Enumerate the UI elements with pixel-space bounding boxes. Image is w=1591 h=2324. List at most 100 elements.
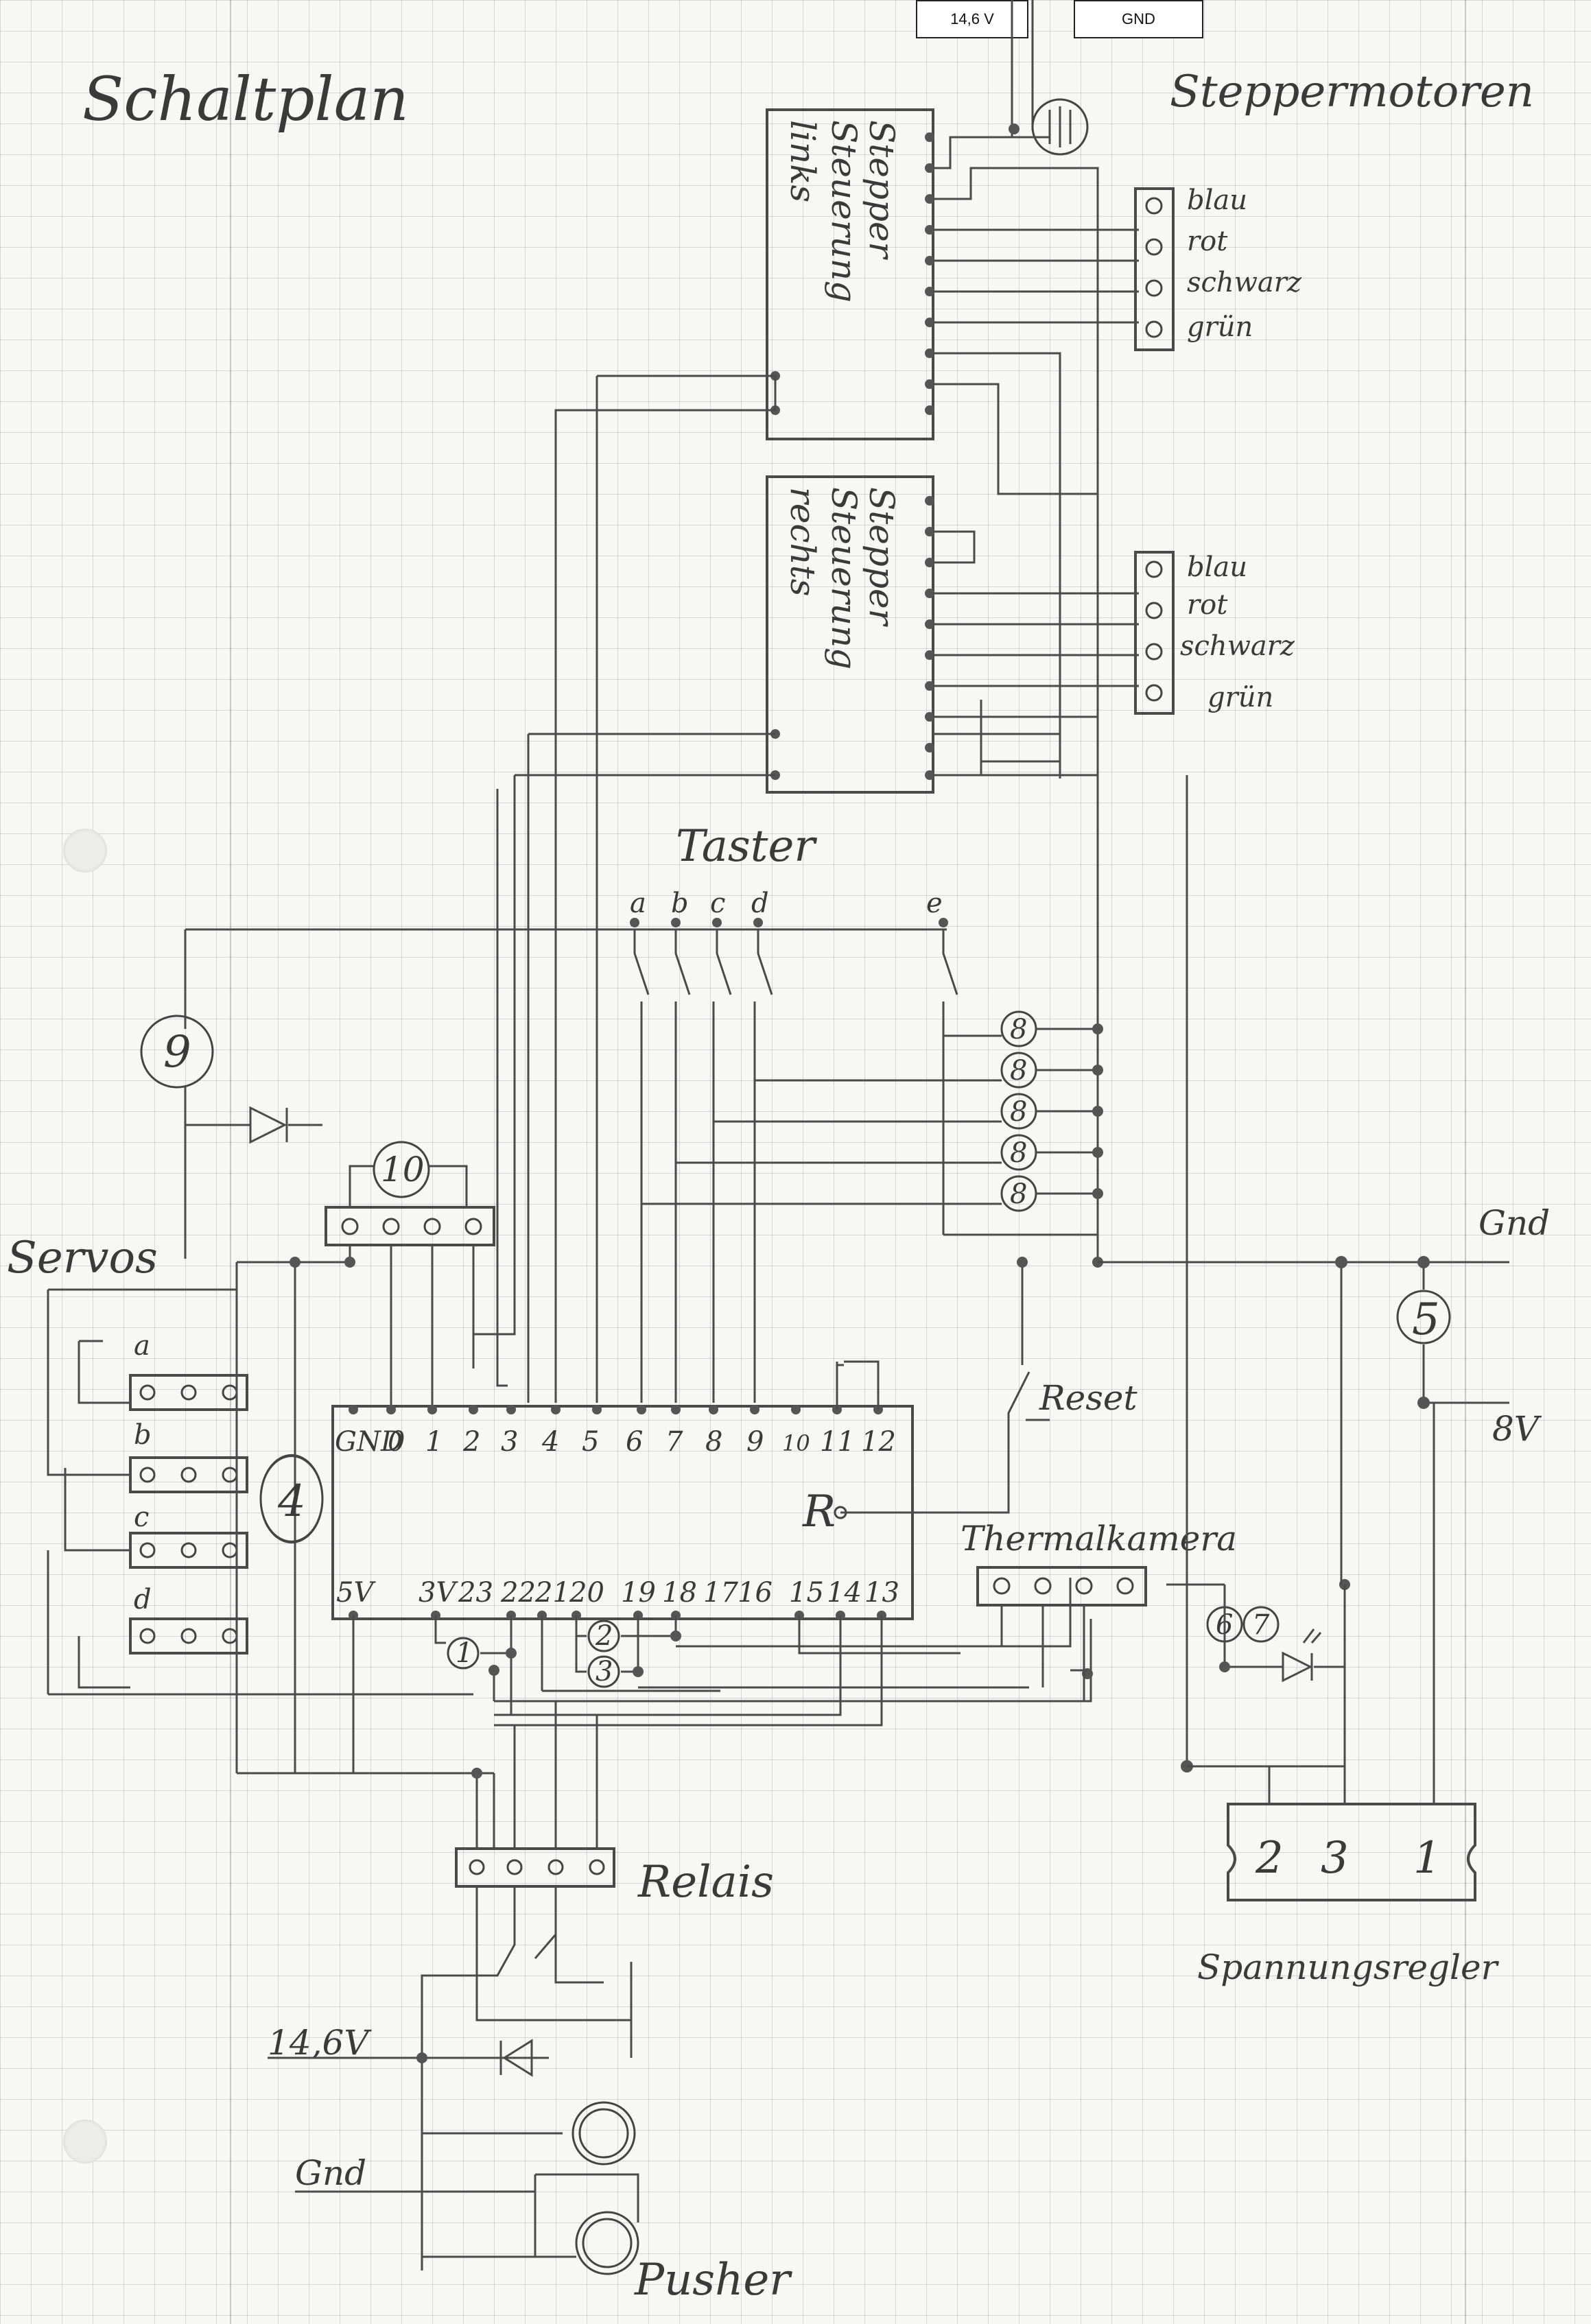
regulator-pin-1: 1: [1413, 1833, 1441, 1884]
taster-key-a: a: [630, 888, 646, 919]
board-pin-3v: 3V: [419, 1577, 458, 1609]
right-junctions: [1181, 1256, 1430, 1772]
thermal-label: Thermalkamera: [961, 1519, 1237, 1558]
board-top-pins-row: GND 0 1 2 3 4 5 6 7 8 9 10 11 12: [335, 1426, 896, 1458]
reset-label: Reset: [1039, 1378, 1138, 1418]
motor-right-wire-schwarz: schwarz: [1180, 630, 1295, 662]
marker-10: 10: [381, 1150, 425, 1189]
motor-right-wire-gruen: grün: [1207, 682, 1273, 713]
stepper-left-line3: links: [783, 120, 823, 202]
gnd-right-label: Gnd: [1478, 1203, 1550, 1243]
led-junctions: [1219, 1579, 1350, 1672]
motor-left-wire-gruen: grün: [1187, 311, 1253, 343]
board-pin-0: 0: [388, 1426, 405, 1458]
stepper-left-line1: Stepper: [862, 120, 901, 261]
right-rail-wires: [980, 700, 1509, 1264]
regulator-pin-3: 3: [1321, 1833, 1349, 1884]
board-pin-4: 4: [541, 1426, 559, 1458]
junction: [1017, 1257, 1028, 1268]
sheet-title: Schaltplan: [82, 64, 409, 134]
punch-hole-top: [63, 829, 107, 873]
junction: [416, 2052, 427, 2063]
servo-row-b: b: [134, 1419, 152, 1451]
motor-left-wire-rot: rot: [1187, 226, 1228, 257]
pusher-label: Pusher: [634, 2255, 792, 2305]
right-rails: [1098, 775, 1509, 1777]
resistor-junctions: [1092, 1023, 1103, 1268]
taster-top-rail: [184, 928, 947, 1029]
marker-7-circle: [1242, 1606, 1280, 1643]
servo-row-d: d: [134, 1584, 152, 1615]
board-reset-pin: R: [802, 1486, 836, 1537]
resistor-r3: 8: [1010, 1096, 1027, 1128]
board-pin-15: 15: [789, 1577, 824, 1609]
thermal-connector-pins: [993, 1577, 1134, 1595]
resistor-r5: 8: [1010, 1178, 1027, 1210]
resistor-r4: 8: [1010, 1137, 1027, 1169]
stepper-motors-label: Steppermotoren: [1170, 67, 1534, 117]
junction: [471, 1768, 482, 1779]
board-pin-9: 9: [746, 1426, 764, 1458]
pusher-motor-2: [575, 2211, 639, 2275]
marker-9-circle: [140, 1015, 214, 1089]
relay-flyback-diode: [499, 2039, 533, 2077]
stepper-right-line1: Stepper: [862, 487, 901, 628]
board-pin-6: 6: [626, 1426, 643, 1458]
connector-10-pins: [341, 1218, 482, 1235]
board-pin-8: 8: [705, 1426, 722, 1458]
motor-left-wire-schwarz: schwarz: [1187, 267, 1302, 298]
marker-5: 5: [1412, 1294, 1440, 1345]
regulator-pin-2: 2: [1255, 1833, 1284, 1884]
marker-3: 3: [596, 1656, 613, 1687]
board-pin-5: 5: [582, 1426, 599, 1458]
stepper-right-line3: rechts: [783, 487, 823, 596]
board-pin-18: 18: [662, 1577, 697, 1609]
board-pin-16: 16: [738, 1577, 773, 1609]
taster-key-d: d: [751, 888, 769, 919]
supply-label-box: 14,6 V: [916, 0, 1028, 38]
supply-feed-wire: [1011, 0, 1051, 137]
stepper-driver-right: [766, 475, 934, 794]
taster-label: Taster: [676, 821, 817, 872]
stepper-right-pins: [770, 496, 934, 780]
stepper-driver-right-label: Stepper Steuerung rechts: [783, 487, 901, 669]
marker-9: 9: [163, 1027, 191, 1078]
board-pin-11: 11: [820, 1426, 855, 1458]
led-symbol: [1282, 1628, 1322, 1683]
stepper-driver-left-label: Stepper Steuerung links: [783, 120, 901, 303]
margin-line-right: [1465, 0, 1466, 2324]
motor-left-wires: [933, 136, 1139, 775]
gnd-bottom-label: Gnd: [295, 2153, 366, 2193]
regulator-label: Spannungsregler: [1197, 1947, 1500, 1987]
pusher-motor-1-inner: [578, 2108, 629, 2159]
marker-7: 7: [1252, 1609, 1270, 1641]
marker-10-circle: [373, 1141, 430, 1198]
motor-left-wire-blau: blau: [1187, 185, 1247, 216]
board-pin-13: 13: [864, 1577, 899, 1609]
servo-row-c: c: [134, 1502, 149, 1533]
connector-10: [325, 1206, 495, 1246]
board-pin-19: 19: [621, 1577, 656, 1609]
relay-wires: [237, 1701, 633, 2051]
motor-right-wires: [933, 530, 1139, 1262]
board-pin-23: 23: [458, 1577, 493, 1609]
pusher-motor-1: [571, 2101, 636, 2166]
servo-junctions: [290, 1257, 355, 1268]
pusher-motor-2-inner: [582, 2218, 633, 2268]
servos-label: Servos: [7, 1233, 158, 1283]
board-pin-2: 2: [462, 1426, 480, 1458]
relay-label: Relais: [637, 1857, 774, 1908]
board-pin-20: 20: [569, 1577, 604, 1609]
stepper-left-pins: [770, 132, 934, 415]
stepper-right-line2: Steuerung: [824, 487, 864, 669]
board-pin-7: 7: [665, 1426, 683, 1458]
marker-5-circle: [1396, 1290, 1451, 1344]
board-pin-12: 12: [861, 1426, 896, 1458]
power-connector-top: [1031, 98, 1089, 156]
servo-row-a: a: [134, 1330, 150, 1362]
supply-bottom-label: 14,6V: [268, 2023, 372, 2063]
margin-line-left: [230, 0, 231, 2324]
connector-10-wires: [349, 1165, 475, 1410]
taster-key-c: c: [710, 888, 725, 919]
